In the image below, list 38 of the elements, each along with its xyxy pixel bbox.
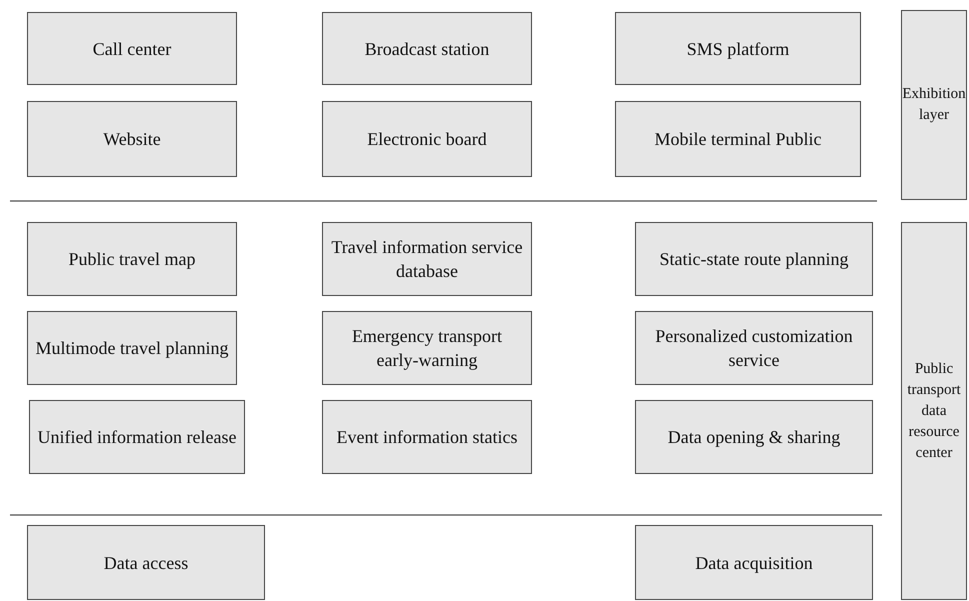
module-box (27, 222, 237, 296)
module-label: Travel information service database (330, 236, 524, 283)
module-label: Mobile terminal Public (654, 128, 822, 151)
layer-label: Exhibition layer (901, 85, 967, 125)
module-box (27, 525, 265, 600)
module-label: Call center (92, 38, 172, 60)
module-label: Broadcast station (364, 38, 490, 60)
layer-panel (901, 222, 967, 600)
layer-panel (901, 10, 967, 200)
module-label: Emergency transport early-warning (350, 325, 504, 372)
module-label: Data opening & sharing (666, 426, 842, 449)
module-label: Public travel map (68, 248, 196, 271)
module-label: Electronic board (366, 128, 488, 151)
module-box (615, 101, 861, 177)
module-box (322, 12, 532, 85)
module-box (322, 222, 532, 296)
module-box (29, 400, 245, 474)
module-box (322, 311, 532, 385)
module-label: Unified information release (36, 426, 238, 449)
module-label: Static-state route planning (658, 248, 850, 271)
module-label: SMS platform (686, 38, 790, 60)
module-label: Multimode travel planning (34, 337, 230, 360)
module-box (635, 525, 873, 600)
module-box (322, 101, 532, 177)
module-label: Event information statics (336, 426, 518, 449)
module-box (27, 311, 237, 385)
module-box (635, 400, 873, 474)
module-box (27, 12, 237, 85)
module-label: Data access (102, 552, 190, 574)
module-box (635, 311, 873, 385)
module-box (615, 12, 861, 85)
module-box (635, 222, 873, 296)
module-label: Website (102, 128, 162, 151)
layer-label: Public transport data resource center (906, 360, 962, 462)
module-label: Data acquisition (694, 552, 814, 574)
module-box (322, 400, 532, 474)
module-box (27, 101, 237, 177)
module-label: Personalized customization service (654, 325, 854, 372)
